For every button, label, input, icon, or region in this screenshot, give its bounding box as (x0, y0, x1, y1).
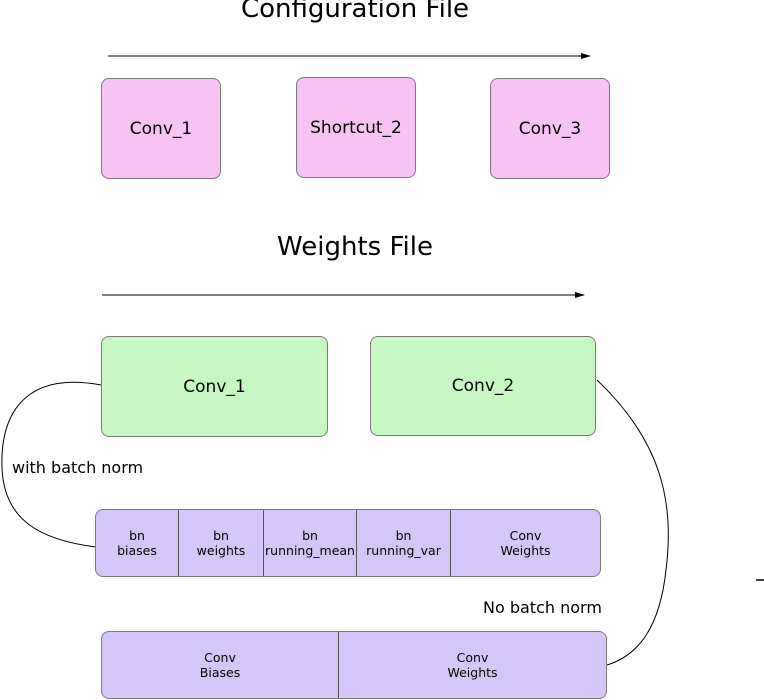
batch-norm-params-strip: bn biases bn weights bn running_mean bn … (95, 509, 601, 577)
weights-block-conv-2: Conv_2 (370, 336, 596, 436)
weights-block-conv-1: Conv_1 (101, 336, 328, 437)
no-batch-norm-connector (596, 379, 669, 666)
config-block-conv-1: Conv_1 (101, 78, 221, 179)
configuration-file-title: Configuration File (240, 0, 470, 24)
no-batch-norm-params-strip: Conv Biases Conv Weights (101, 631, 607, 699)
config-block-conv-3: Conv_3 (490, 78, 610, 179)
batch-norm-connector (1, 381, 102, 548)
bn-running-mean-cell: bn running_mean (264, 510, 357, 576)
bn-weights-cell: bn weights (179, 510, 264, 576)
conv-weights-cell: Conv Weights (447, 650, 498, 680)
conv-weights-cell: Conv Weights (500, 528, 551, 558)
weights-file-title: Weights File (277, 232, 433, 262)
no-batch-norm-label: No batch norm (483, 598, 602, 617)
config-block-shortcut-2: Shortcut_2 (296, 77, 416, 178)
with-batch-norm-label: with batch norm (12, 458, 144, 477)
conv-biases-cell: Conv Biases (102, 632, 339, 698)
bn-running-var-cell: bn running_var (357, 510, 451, 576)
bn-biases-cell: bn biases (96, 510, 179, 576)
